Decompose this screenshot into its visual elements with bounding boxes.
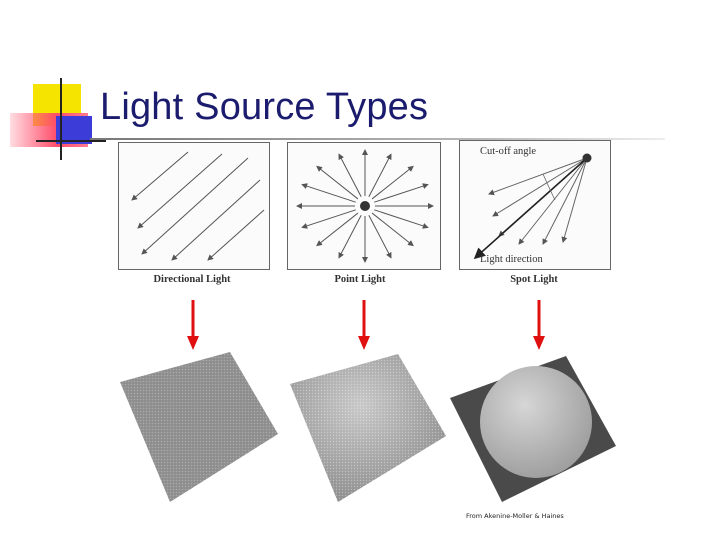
spot-light-diagram: [459, 140, 611, 270]
down-arrow-icon: [187, 300, 199, 350]
point-light-ray: [338, 215, 362, 259]
point-light-ray: [368, 153, 392, 197]
slide-title: Light Source Types: [100, 86, 429, 128]
spot-lit-surface: [450, 356, 616, 502]
down-arrow-icon: [533, 300, 545, 350]
directional-light-caption: Directional Light: [153, 274, 231, 285]
down-arrow-icon: [358, 300, 370, 350]
directional-lit-surface: [120, 352, 278, 502]
title-deco-vertical-line: [60, 78, 62, 160]
point-light-ray: [374, 209, 429, 229]
point-light-caption: Point Light: [334, 274, 386, 285]
title-deco-horizontal-line: [36, 140, 106, 142]
point-light-diagram: [287, 142, 441, 270]
point-light-ray: [338, 153, 362, 197]
point-light-ray: [371, 212, 414, 247]
point-lit-surface: [290, 354, 446, 502]
point-light-ray: [371, 165, 414, 200]
spot-light-caption: Spot Light: [510, 274, 558, 285]
point-light-ray: [368, 215, 392, 259]
title-rule: [90, 138, 665, 140]
image-credit: From Akenine-Moller & Haines: [466, 512, 564, 520]
light-direction-label: Light direction: [480, 254, 543, 265]
point-light-ray: [316, 212, 359, 247]
point-light-ray: [316, 165, 359, 200]
point-light-ray: [301, 183, 356, 203]
title-deco-blue-square: [56, 116, 92, 144]
directional-light-diagram: [118, 142, 270, 270]
cutoff-angle-label: Cut-off angle: [480, 146, 537, 157]
point-light-ray: [301, 209, 356, 229]
point-light-ray: [374, 183, 429, 203]
